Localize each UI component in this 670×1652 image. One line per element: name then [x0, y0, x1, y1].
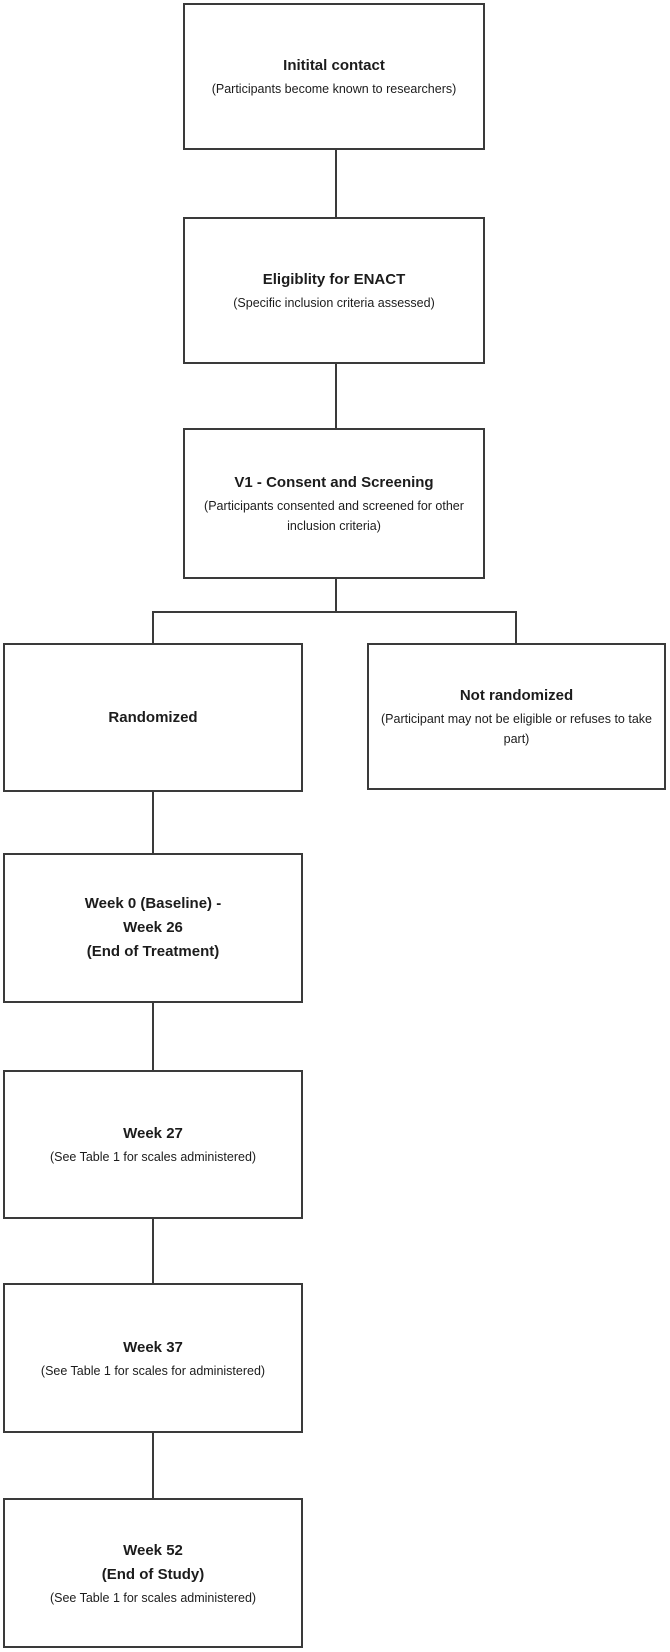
box-title: Not randomized [459, 687, 574, 704]
split-horizontal-line [152, 611, 517, 613]
flow-box-week27: Week 27 (See Table 1 for scales administ… [3, 1070, 303, 1219]
flow-box-week37: Week 37 (See Table 1 for scales for admi… [3, 1283, 303, 1433]
connector-week37-to-week52 [152, 1433, 154, 1498]
connector-consent-to-split [335, 579, 337, 612]
box-title: Randomized [108, 708, 198, 726]
flow-box-randomized: Randomized [3, 643, 303, 792]
flow-box-v1-consent-screening: V1 - Consent and Screening (Participants… [183, 428, 485, 579]
flow-box-not-randomized: Not randomized (Participant may not be e… [367, 643, 666, 790]
connector-week0-to-week27 [152, 1003, 154, 1070]
box-subtitle: (Participant may not be eligible or refu… [381, 712, 652, 746]
box-title-line: Week 26 [123, 919, 183, 936]
flow-box-initial-contact: Initital contact (Participants become kn… [183, 3, 485, 150]
box-title-secondary: (End of Study) [101, 1565, 205, 1583]
connector-week27-to-week37 [152, 1219, 154, 1283]
box-title: V1 - Consent and Screening [234, 474, 434, 491]
box-subtitle: (Specific inclusion criteria assessed) [233, 296, 435, 310]
connector-initial-to-eligibility [335, 150, 337, 217]
box-title-line: Week 0 (Baseline) - [84, 895, 222, 912]
box-subtitle: (See Table 1 for scales administered) [49, 1150, 257, 1164]
box-subtitle: (See Table 1 for scales administered) [49, 1590, 257, 1605]
flow-box-eligibility-enact: Eligiblity for ENACT (Specific inclusion… [183, 217, 485, 364]
box-subtitle: (Participants consented and screened for… [204, 499, 464, 533]
box-title: Week 37 [123, 1338, 183, 1356]
box-title: Week 52 [123, 1541, 183, 1559]
box-subtitle: (Participants become known to researcher… [211, 82, 457, 96]
box-title: Initital contact [283, 57, 385, 74]
connector-eligibility-to-consent [335, 364, 337, 428]
box-title: Week 27 [123, 1125, 183, 1142]
box-subtitle: (See Table 1 for scales for administered… [40, 1363, 266, 1378]
box-title-line: (End of Treatment) [86, 943, 220, 960]
flow-box-week0-week26: Week 0 (Baseline) - Week 26 (End of Trea… [3, 853, 303, 1003]
flow-box-week52: Week 52 (End of Study) (See Table 1 for … [3, 1498, 303, 1648]
box-title: Eligiblity for ENACT [262, 271, 406, 288]
drop-to-randomized [152, 611, 154, 643]
drop-to-not-randomized [515, 611, 517, 643]
connector-randomized-to-week0 [152, 792, 154, 853]
